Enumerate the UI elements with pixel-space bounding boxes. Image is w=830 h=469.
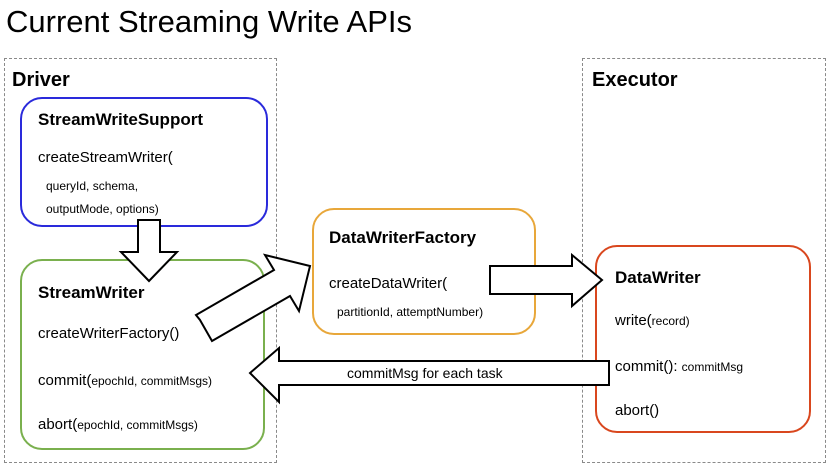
data-writer-factory-title: DataWriterFactory (329, 228, 477, 247)
stream-writer-commit-method: commit(epochId, commitMsgs) (38, 372, 213, 389)
driver-label: Driver (12, 69, 70, 91)
executor-label: Executor (592, 69, 678, 91)
page-title: Current Streaming Write APIs (6, 4, 413, 39)
data-writer-box: DataWriter write(record) commit(): commi… (595, 245, 811, 433)
commit-msg-arrow-label: commitMsg for each task (347, 365, 503, 381)
writer-to-factory-arrow (194, 253, 312, 343)
stream-writer-title: StreamWriter (38, 283, 145, 302)
factory-to-writer-arrow (489, 252, 604, 309)
support-to-writer-arrow (118, 219, 180, 283)
data-writer-title: DataWriter (615, 268, 701, 287)
commit-msg-arrow (248, 345, 610, 405)
data-writer-abort-method: abort() (615, 402, 660, 419)
create-stream-writer-params-1: queryId, schema, (46, 179, 139, 193)
executor-region (582, 58, 826, 463)
data-writer-commit-method: commit(): commitMsg (615, 358, 744, 375)
create-data-writer-params: partitionId, attemptNumber) (337, 305, 484, 319)
create-stream-writer-method: createStreamWriter( (38, 149, 173, 166)
write-method: write(record) (615, 312, 690, 329)
create-writer-factory-method: createWriterFactory() (38, 325, 180, 342)
stream-writer-box: StreamWriter createWriterFactory() commi… (20, 259, 265, 450)
create-stream-writer-params-2: outputMode, options) (46, 202, 159, 216)
create-data-writer-method: createDataWriter( (329, 275, 448, 292)
stream-write-support-title: StreamWriteSupport (38, 110, 203, 129)
stream-write-support-box: StreamWriteSupport createStreamWriter( q… (20, 97, 268, 227)
stream-writer-abort-method: abort(epochId, commitMsgs) (38, 416, 198, 433)
